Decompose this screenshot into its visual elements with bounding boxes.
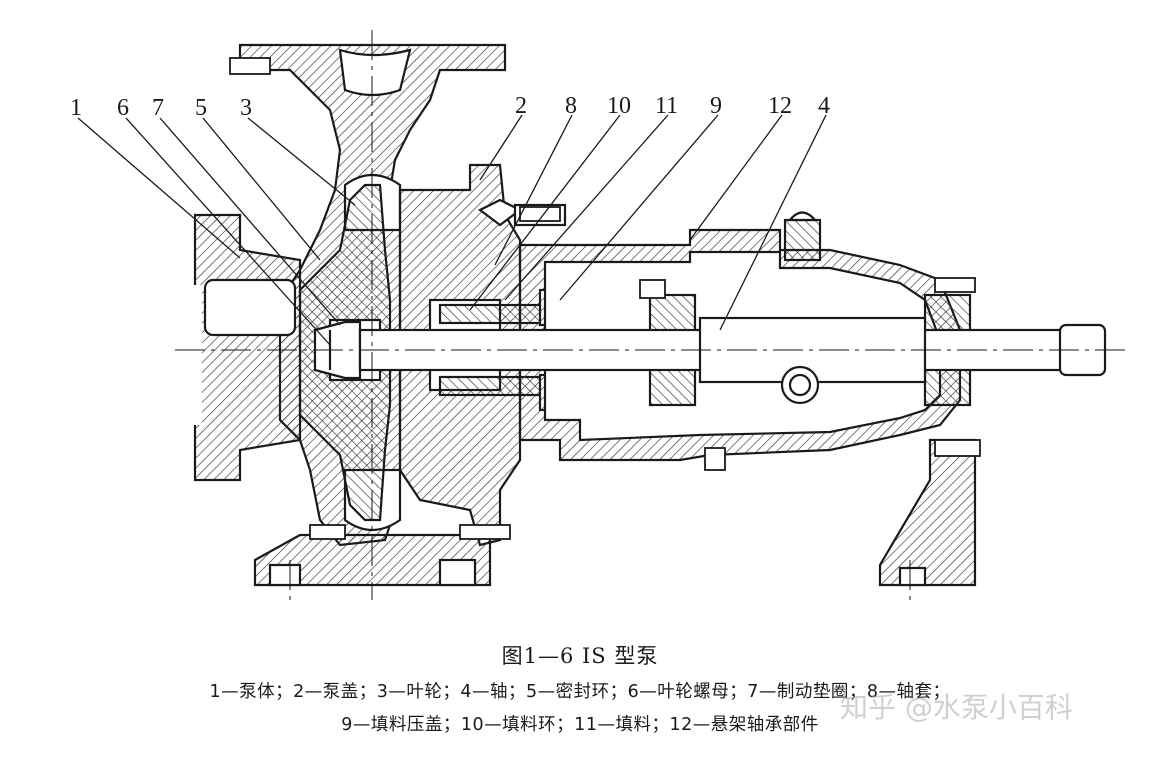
- inlet-flange: [190, 213, 302, 482]
- centerlines: [175, 30, 1125, 605]
- part-label-4: 4: [818, 93, 830, 119]
- part-label-5: 5: [195, 95, 207, 121]
- part-label-11: 11: [655, 93, 678, 119]
- part-label-3: 3: [240, 95, 252, 121]
- rear-bearing: [923, 293, 972, 407]
- bolts: [229, 57, 981, 540]
- part-label-10: 10: [607, 93, 631, 119]
- part-label-9: 9: [710, 93, 722, 119]
- figure-title: 图1—6 IS 型泵: [501, 644, 659, 668]
- part-label-1: 1: [70, 95, 82, 121]
- part-label-12: 12: [768, 93, 792, 119]
- legend-line-2: 9—填料压盖；10—填料环；11—填料；12—悬架轴承部件: [341, 715, 819, 735]
- front-bearing: [648, 293, 697, 407]
- part-label-6: 6: [117, 95, 129, 121]
- bracket-foot: [878, 438, 977, 587]
- part-label-7: 7: [152, 95, 164, 121]
- part-label-2: 2: [515, 93, 527, 119]
- legend-line-1: 1—泵体；2—泵盖；3—叶轮；4—轴；5—密封环；6—叶轮螺母；7—制动垫圈；8…: [209, 682, 951, 702]
- part-number-labels: 1 6 7 5 3 2 8 10 11 9 12 4: [70, 93, 830, 121]
- part-label-8: 8: [565, 93, 577, 119]
- is-pump-cross-section-drawing: 1 6 7 5 3 2 8 10 11 9 12 4: [70, 30, 1125, 605]
- sight-glass: [780, 365, 820, 405]
- oil-cap: [783, 211, 822, 262]
- leader-lines: [77, 114, 827, 346]
- watermark: 知乎 @水泵小百科: [840, 691, 1073, 724]
